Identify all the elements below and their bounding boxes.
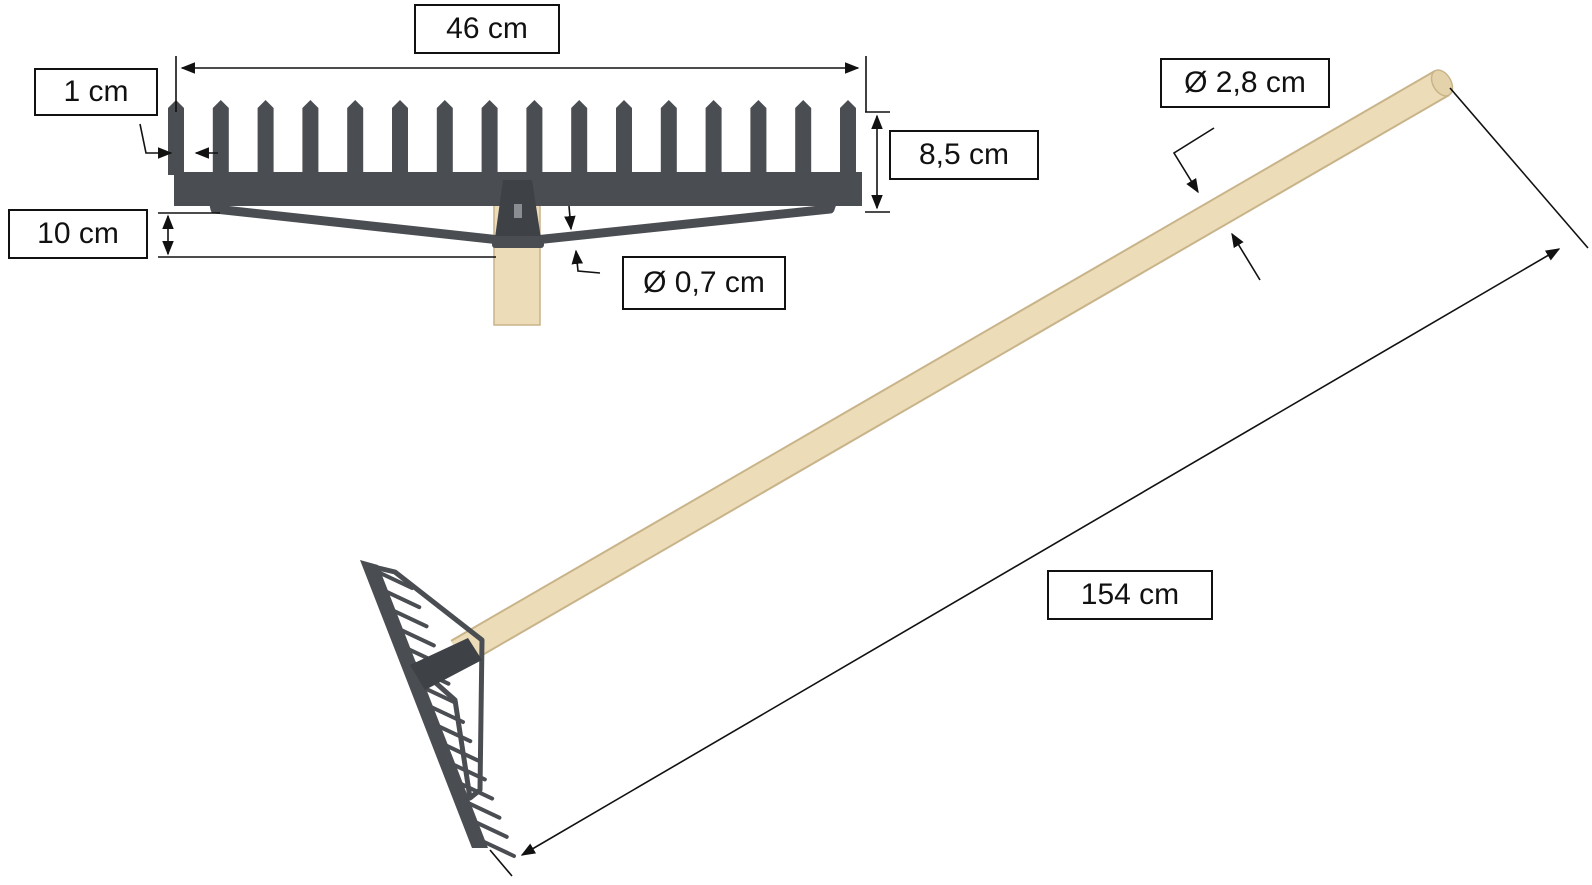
rake-tooth	[750, 100, 767, 175]
full-rake-tooth	[456, 780, 495, 801]
rod-diameter-pointer-top	[564, 205, 576, 231]
rake-teeth	[168, 100, 856, 175]
rake-tooth	[392, 100, 408, 175]
full-rake-tooth	[397, 627, 436, 648]
rake-tooth	[212, 100, 229, 175]
full-rake-tooth	[441, 742, 480, 763]
rod-diameter-label: Ø 0,7 cm	[622, 256, 786, 310]
rake-tooth	[795, 100, 812, 175]
full-rake-tooth	[434, 723, 473, 744]
rake-tooth	[481, 100, 498, 175]
tooth-width-label: 1 cm	[34, 68, 158, 116]
full-rake-tooth	[383, 589, 422, 610]
socket-ring	[492, 236, 544, 248]
rake-tooth	[660, 100, 677, 175]
rake-tooth	[526, 100, 543, 175]
handle-diameter-label: Ø 2,8 cm	[1160, 58, 1330, 108]
rake-tooth	[705, 100, 722, 175]
rake-tooth	[571, 100, 588, 175]
tooth-length-label: 8,5 cm	[889, 130, 1039, 180]
handle-end-cap	[1430, 69, 1454, 97]
rake-tooth	[840, 100, 856, 175]
tooth-width-pointer-left	[139, 123, 173, 159]
socket-rivet	[514, 204, 522, 218]
full-rake-tooth	[419, 684, 458, 705]
total-length-label: 154 cm	[1047, 570, 1213, 620]
full-rake-tooth	[470, 818, 509, 839]
full-rake-tooth	[427, 704, 465, 724]
dimension-lines	[139, 56, 1589, 877]
length-dimension-arrow	[520, 248, 1561, 856]
full-rake-tooth	[448, 761, 487, 782]
rake-tooth	[347, 100, 364, 175]
handle-diameter-pointer-bottom	[1231, 232, 1261, 281]
rake-tooth	[616, 100, 632, 175]
handle-diameter-pointer-top	[1172, 127, 1215, 194]
rake-tooth	[257, 100, 274, 175]
length-extension-bottom	[489, 849, 513, 877]
full-rake-tooth	[478, 838, 516, 858]
length-extension-top	[1449, 87, 1589, 249]
rake-head-detail	[168, 100, 862, 326]
rake-tooth	[302, 100, 319, 175]
full-rake-ferrule	[410, 638, 482, 690]
brace-height-label: 10 cm	[8, 209, 148, 259]
full-rake-tooth	[390, 608, 429, 629]
rod-diameter-pointer-bottom	[571, 249, 601, 274]
width-label: 46 cm	[414, 4, 560, 54]
full-rake-back	[360, 560, 488, 848]
rake-tooth	[436, 100, 453, 175]
full-rake-tooth	[463, 799, 502, 820]
full-rake-tooth	[376, 570, 414, 590]
